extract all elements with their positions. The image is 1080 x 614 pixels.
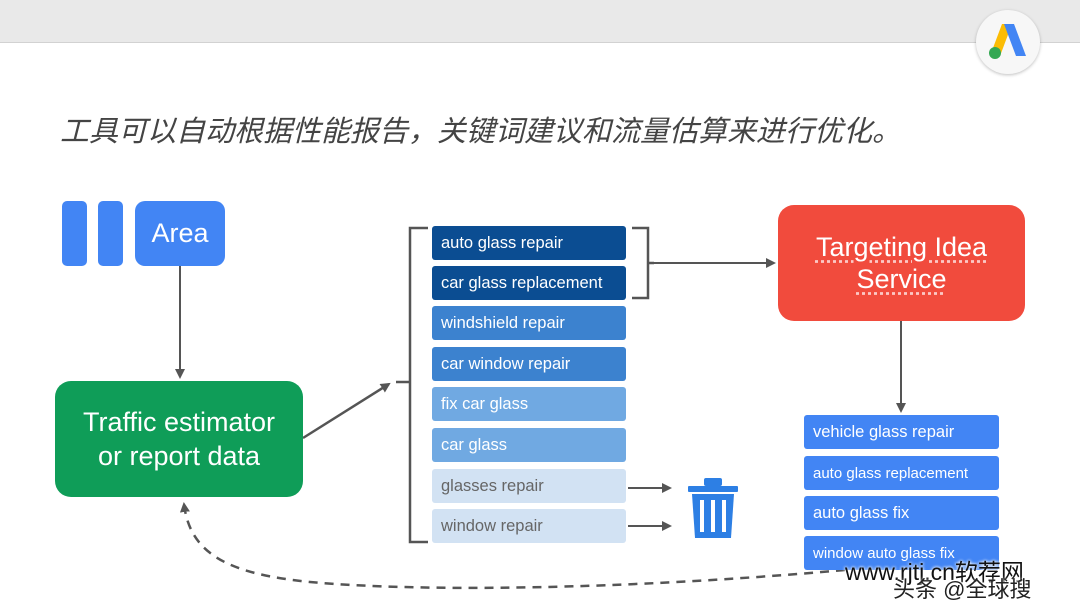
watermark-site: www.rjtj.cn软荐网 — [845, 559, 1024, 585]
keyword-item: windshield repair — [432, 306, 626, 340]
targeting-label-line2: Service — [856, 264, 947, 294]
page-heading: 工具可以自动根据性能报告，关键词建议和流量估算来进行优化。 — [60, 116, 902, 148]
traffic-label-line1: Traffic estimator — [82, 407, 276, 437]
keyword-item: auto glass repair — [432, 226, 626, 260]
source-bar-2 — [98, 201, 123, 266]
keyword-item: car window repair — [432, 347, 626, 381]
traffic-estimator-node: Traffic estimator or report data — [55, 381, 303, 497]
keywords-bracket — [396, 226, 428, 544]
traffic-label-line2: or report data — [97, 441, 261, 471]
keyword-item: window repair — [432, 509, 626, 543]
targeting-idea-service-node: Targeting Idea Service — [778, 205, 1025, 321]
targeting-label-line1: Targeting Idea — [815, 232, 988, 262]
result-item: vehicle glass repair — [804, 415, 999, 449]
arrow-traffic-to-keywords — [302, 382, 391, 440]
keyword-item: glasses repair — [432, 469, 626, 503]
area-node: Area — [135, 201, 225, 266]
google-ads-logo-icon — [976, 10, 1040, 74]
trash-can-icon — [688, 478, 738, 538]
keyword-item: car glass — [432, 428, 626, 462]
keyword-item: fix car glass — [432, 387, 626, 421]
top-bar — [0, 0, 1080, 43]
result-item: auto glass replacement — [804, 456, 999, 490]
watermark-author: 头条 @全球搜 — [893, 577, 1032, 602]
feedback-loop-arrow — [179, 502, 846, 590]
top-keywords-bracket — [632, 226, 654, 300]
source-bar-1 — [62, 201, 87, 266]
keyword-item: car glass replacement — [432, 266, 626, 300]
result-item: window auto glass fix — [804, 536, 999, 570]
result-item: auto glass fix — [804, 496, 999, 530]
